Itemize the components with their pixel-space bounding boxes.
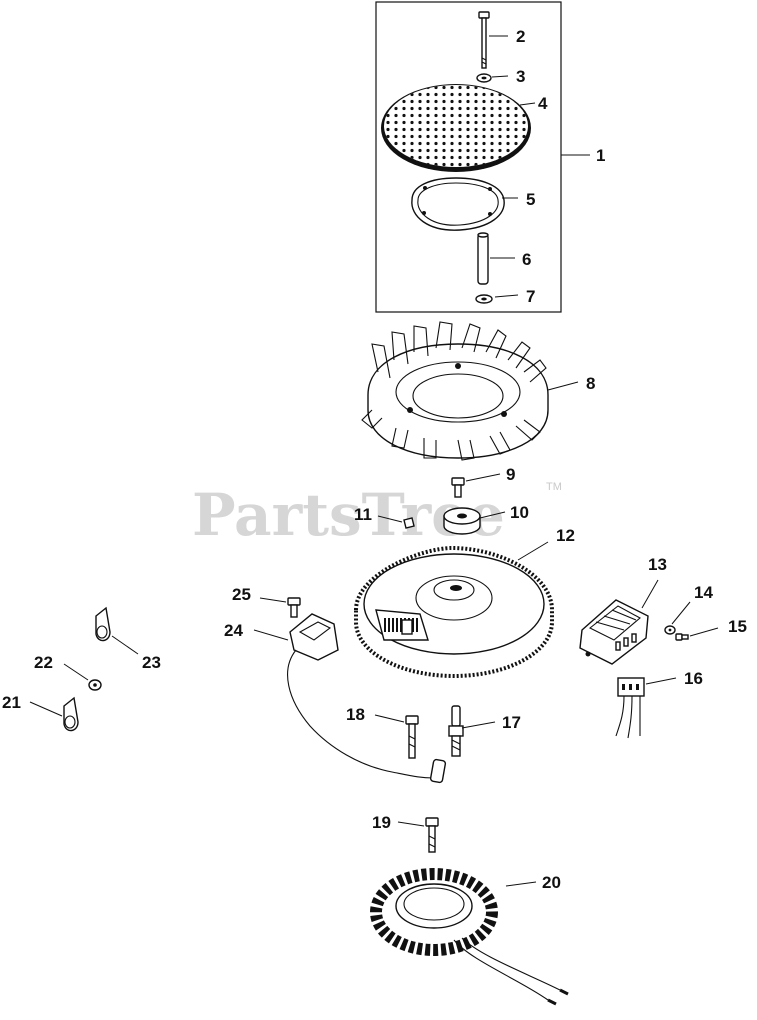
leader-14 <box>671 601 691 625</box>
part-2-screw[interactable] <box>478 11 490 69</box>
kit-box-outline <box>375 1 562 313</box>
callout-18[interactable]: 18 <box>346 705 365 724</box>
callout-6[interactable]: 6 <box>522 250 531 269</box>
part-21-clamp[interactable] <box>63 696 79 732</box>
callout-4[interactable]: 4 <box>538 94 548 113</box>
callout-24[interactable]: 24 <box>224 621 243 640</box>
part-14-washer[interactable] <box>664 625 676 635</box>
part-15-screw[interactable] <box>675 633 689 641</box>
callout-17[interactable]: 17 <box>502 713 521 732</box>
leader-13 <box>641 579 659 609</box>
part-13-regulator[interactable] <box>579 599 649 665</box>
part-25-screw[interactable] <box>287 597 301 618</box>
leader-22 <box>63 663 89 681</box>
part-12-flywheel[interactable] <box>354 545 554 679</box>
part-19-bolt[interactable] <box>425 817 439 853</box>
watermark: PartsTree TM <box>192 481 562 549</box>
leader-10 <box>479 511 506 519</box>
leader-17 <box>461 721 496 729</box>
leader-24 <box>253 629 289 641</box>
leader-8 <box>547 381 579 391</box>
leader-7 <box>494 294 519 298</box>
leader-11 <box>377 515 403 523</box>
callout-16[interactable]: 16 <box>684 669 703 688</box>
part-24-ignition-module[interactable] <box>287 613 447 784</box>
callout-5[interactable]: 5 <box>526 190 535 209</box>
leader-20 <box>505 881 537 887</box>
callout-3[interactable]: 3 <box>516 67 525 86</box>
callout-labels: 2 3 4 1 5 6 7 8 9 10 11 12 13 14 15 16 1… <box>2 27 747 892</box>
callout-22[interactable]: 22 <box>34 653 53 672</box>
leader-9 <box>465 473 501 482</box>
leader-3 <box>491 75 509 78</box>
callout-1[interactable]: 1 <box>596 146 605 165</box>
callout-11[interactable]: 11 <box>354 505 372 524</box>
leader-21 <box>29 701 63 717</box>
leader-25 <box>259 597 287 603</box>
part-20-stator[interactable] <box>370 868 569 1006</box>
callout-19[interactable]: 19 <box>372 813 391 832</box>
part-10-spacer[interactable] <box>443 507 481 535</box>
leader-15 <box>689 627 719 637</box>
callout-9[interactable]: 9 <box>506 465 515 484</box>
callout-21[interactable]: 21 <box>2 693 21 712</box>
leader-23 <box>111 635 139 655</box>
part-4-screen[interactable] <box>381 84 531 172</box>
part-7-washer[interactable] <box>475 294 493 304</box>
part-22-washer[interactable] <box>88 679 102 691</box>
leader-18 <box>374 714 405 723</box>
watermark-trademark: TM <box>546 481 562 493</box>
part-5-gasket[interactable] <box>411 177 505 231</box>
callout-10[interactable]: 10 <box>510 503 529 522</box>
callout-12[interactable]: 12 <box>556 526 575 545</box>
part-9-bolt[interactable] <box>451 477 465 498</box>
callout-20[interactable]: 20 <box>542 873 561 892</box>
part-16-connector[interactable] <box>615 677 645 739</box>
callout-13[interactable]: 13 <box>648 555 667 574</box>
callout-14[interactable]: 14 <box>694 583 713 602</box>
leader-16 <box>645 677 677 685</box>
leader-19 <box>397 821 425 827</box>
part-6-pin[interactable] <box>477 232 489 285</box>
leader-4 <box>519 102 536 106</box>
callout-25[interactable]: 25 <box>232 585 251 604</box>
callout-8[interactable]: 8 <box>586 374 595 393</box>
callout-15[interactable]: 15 <box>728 617 747 636</box>
part-3-washer[interactable] <box>476 73 492 83</box>
callout-23[interactable]: 23 <box>142 653 161 672</box>
leader-12 <box>517 541 549 561</box>
callout-2[interactable]: 2 <box>516 27 525 46</box>
part-18-bolt[interactable] <box>405 715 419 759</box>
part-17-spark-plug[interactable] <box>448 705 464 757</box>
part-8-fan[interactable] <box>361 321 549 461</box>
part-11-key[interactable] <box>403 517 415 529</box>
callout-7[interactable]: 7 <box>526 287 535 306</box>
part-23-clamp[interactable] <box>95 606 111 642</box>
